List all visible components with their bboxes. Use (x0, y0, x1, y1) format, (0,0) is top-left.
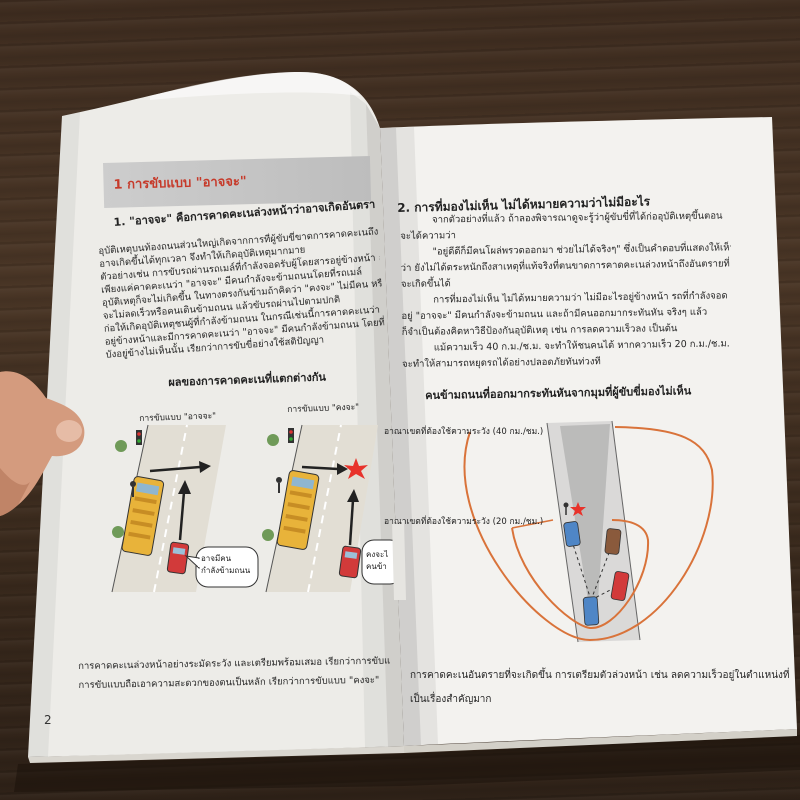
bubble-line: คงจะไ (366, 550, 389, 559)
caption-line: การคาดคะเนอันตรายที่จะเกิดขึ้น การเตรียม… (410, 670, 790, 681)
car-path-arrow (347, 489, 359, 546)
parked-car-blue (563, 521, 581, 547)
pedestrian (276, 477, 282, 493)
pedestrian (130, 481, 136, 497)
tree (112, 526, 124, 538)
zone-20-curve (511, 519, 650, 630)
lane-marking (153, 424, 188, 593)
road-edge (546, 422, 579, 643)
blind-spot-cone (560, 424, 610, 600)
traffic-light (288, 428, 294, 443)
left-body-text: อุบัติเหตุบนท้องถนนส่วนใหญ่เกิดจากการที่… (98, 225, 386, 366)
body-line: จะทำให้สามารถหยุดรถได้อย่างปลอดภัยทันท่ว… (402, 356, 601, 370)
oncoming-car-red (610, 571, 630, 601)
zone-40-curve (463, 426, 714, 642)
tree (115, 440, 127, 452)
speech-bubble-maybe-text: อาจมีคน กำลังข้ามถนน (201, 553, 250, 577)
right-spine-shade-2 (396, 127, 438, 745)
hand (0, 371, 85, 516)
section-band-title: 1 การขับแบบ "อาจจะ" (113, 174, 247, 193)
left-figure-caption: การคาดคะเนล่วงหน้าอย่างระมัดระวัง และเตร… (78, 652, 391, 695)
right-figure-caption: การคาดคะเนอันตรายที่จะเกิดขึ้น การเตรียม… (410, 664, 790, 712)
road-edge (611, 420, 641, 641)
page-number: 2 (44, 713, 52, 727)
bubble-line: อาจมีคน (201, 554, 232, 563)
zone-20-label: อาณาเขตที่ต้องใช้ความระวัง (20 กม./ชม.) (384, 517, 544, 527)
top-curl-highlight (150, 72, 360, 100)
driver-car-blue (582, 596, 600, 626)
zone-40-label: อาณาเขตที่ต้องใช้ความระวัง (40 กม./ชม.) (384, 427, 544, 437)
speech-bubble-probably-text: คงจะไ คนข้า (366, 549, 390, 573)
car-path-arrow (178, 480, 191, 541)
red-car (338, 545, 362, 579)
scene-probably-driving (262, 424, 406, 600)
caption-line: เป็นเรื่องสำคัญมาก (410, 694, 492, 705)
tree (267, 434, 279, 446)
bubble-line: กำลังข้ามถนน (201, 566, 251, 575)
page-stack-left (28, 746, 404, 763)
traffic-light (136, 430, 142, 445)
speech-bubble-maybe (184, 546, 259, 588)
booklet-shadow (14, 735, 800, 792)
pedestrian-path-arrow (301, 463, 348, 475)
right-spine-shade-1 (380, 128, 421, 746)
zone-20-leader (511, 519, 554, 529)
scene-maybe-label: การขับแบบ "อาจจะ" (139, 411, 217, 424)
lane-marking (307, 424, 342, 593)
scene-maybe-driving (111, 424, 259, 593)
pedestrian (563, 502, 569, 515)
tree (262, 529, 274, 541)
pedestrian-path-arrow (149, 461, 211, 473)
thumbnail (56, 420, 82, 442)
hazard-star-icon (570, 502, 586, 516)
bubble-line: คนข้า (366, 562, 387, 571)
right-body-text: จากตัวอย่างที่แล้ว ถ้าลองพิจารณาดูจะรู้ว… (400, 208, 732, 378)
parked-car-brown (604, 528, 622, 555)
collision-star-icon (344, 458, 368, 479)
blind-spot-diagram (463, 420, 714, 643)
bus (276, 470, 320, 550)
sight-line (590, 544, 613, 601)
scene-probably-label: การขับแบบ "คงจะ" (287, 402, 360, 415)
spine-mask (392, 520, 406, 600)
page-stack-right (404, 729, 797, 753)
red-car (166, 541, 190, 575)
